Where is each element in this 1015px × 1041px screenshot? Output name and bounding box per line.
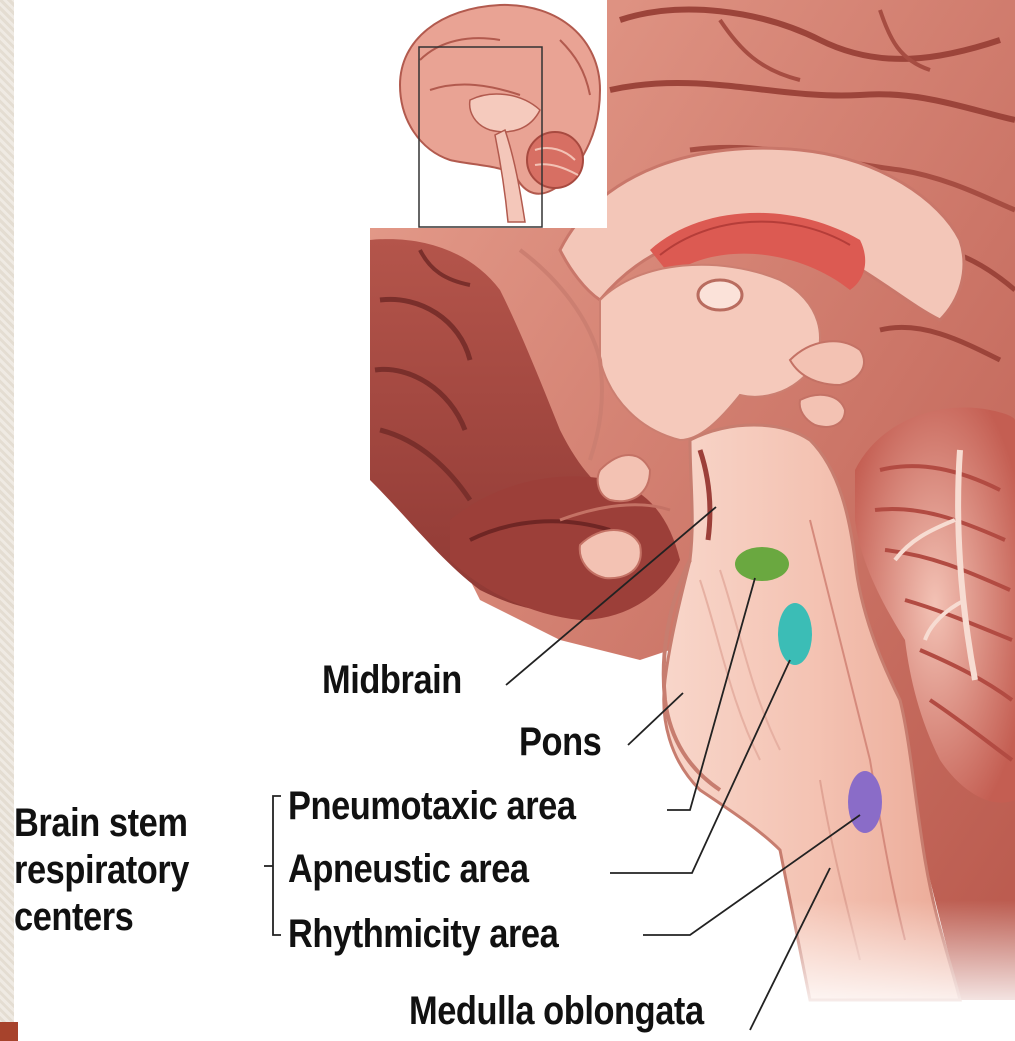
label-pons: Pons (519, 722, 601, 762)
group-label-line3: centers (14, 897, 133, 937)
label-midbrain: Midbrain (322, 660, 462, 700)
label-medulla-oblongata: Medulla oblongata (409, 991, 704, 1031)
label-apneustic-area: Apneustic area (288, 849, 529, 889)
apneustic-area-marker (778, 603, 812, 665)
group-label-line2: respiratory (14, 850, 189, 890)
pneumotaxic-area-marker (735, 547, 789, 581)
label-pneumotaxic-area: Pneumotaxic area (288, 786, 576, 826)
inset-whole-brain (370, 0, 607, 228)
label-rhythmicity-area: Rhythmicity area (288, 914, 558, 954)
group-label-line1: Brain stem (14, 803, 188, 843)
rhythmicity-area-marker (848, 771, 882, 833)
